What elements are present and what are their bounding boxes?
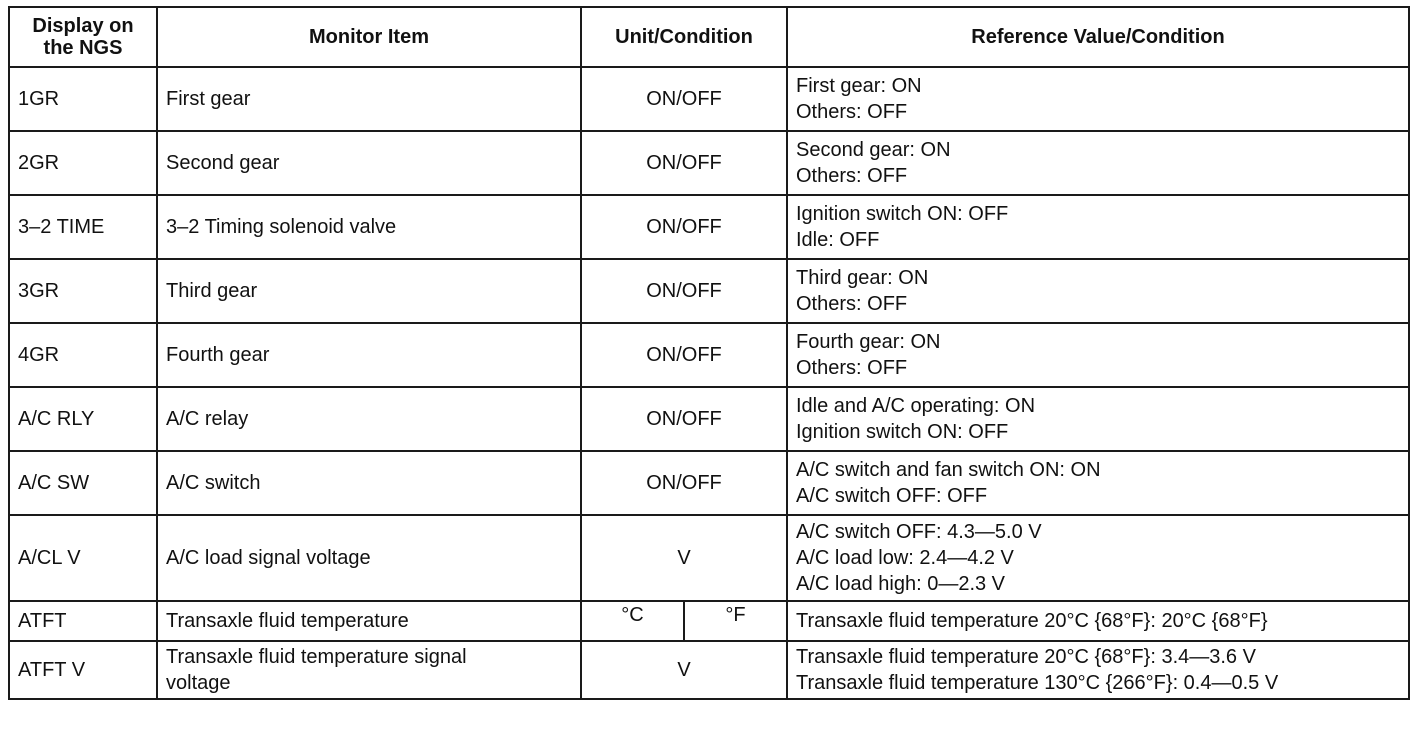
display-cell: 4GR (8, 322, 158, 388)
display-cell: 2GR (8, 130, 158, 196)
reference-line: A/C load low: 2.4—4.2 V (796, 547, 1014, 569)
monitor-item-cell: Third gear (156, 258, 582, 324)
unit-cell: V (580, 514, 788, 602)
reference-cell: Ignition switch ON: OFF Idle: OFF (786, 194, 1410, 260)
table-row: 1GR First gear ON/OFF First gear: ON Oth… (8, 66, 1410, 132)
unit-cell: ON/OFF (580, 66, 788, 132)
table-row: A/C SW A/C switch ON/OFF A/C switch and … (8, 450, 1410, 516)
unit-cell: ON/OFF (580, 450, 788, 516)
reference-line: A/C switch OFF: 4.3—5.0 V (796, 521, 1042, 543)
unit-fahrenheit: °F (683, 603, 785, 639)
monitor-item-cell: A/C relay (156, 386, 582, 452)
reference-line: Others: OFF (796, 357, 908, 379)
reference-cell: A/C switch and fan switch ON: ON A/C swi… (786, 450, 1410, 516)
unit-cell: ON/OFF (580, 322, 788, 388)
monitor-item-table: Display on the NGS Monitor Item Unit/Con… (8, 6, 1410, 700)
monitor-item-cell: Transaxle fluid temperature (156, 600, 582, 642)
table-row: ATFT Transaxle fluid temperature °C °F T… (8, 600, 1410, 642)
monitor-item-cell: Second gear (156, 130, 582, 196)
monitor-item-cell: Transaxle fluid temperature signal volta… (156, 640, 582, 700)
table-row: 2GR Second gear ON/OFF Second gear: ON O… (8, 130, 1410, 196)
reference-line: First gear: ON (796, 75, 922, 97)
reference-line: Ignition switch ON: OFF (796, 421, 1009, 443)
header-row: Display on the NGS Monitor Item Unit/Con… (8, 6, 1410, 68)
monitor-item-line: voltage (166, 672, 231, 694)
reference-line: Idle and A/C operating: ON (796, 395, 1036, 417)
reference-line: Transaxle fluid temperature 20°C {68°F}:… (796, 610, 1268, 632)
reference-line: Transaxle fluid temperature 20°C {68°F}:… (796, 646, 1256, 668)
unit-cell: ON/OFF (580, 386, 788, 452)
unit-cell-split: °C °F (580, 600, 788, 642)
reference-line: Third gear: ON (796, 267, 929, 289)
reference-cell: A/C switch OFF: 4.3—5.0 V A/C load low: … (786, 514, 1410, 602)
unit-cell: ON/OFF (580, 258, 788, 324)
header-display-on-ngs: Display on the NGS (8, 6, 158, 68)
reference-line: Transaxle fluid temperature 130°C {266°F… (796, 672, 1279, 694)
table-row: 3GR Third gear ON/OFF Third gear: ON Oth… (8, 258, 1410, 324)
display-cell: ATFT V (8, 640, 158, 700)
unit-cell: V (580, 640, 788, 700)
reference-line: Others: OFF (796, 165, 908, 187)
unit-celsius: °C (621, 604, 644, 626)
reference-line: A/C switch OFF: OFF (796, 485, 988, 507)
reference-cell: First gear: ON Others: OFF (786, 66, 1410, 132)
reference-line: Idle: OFF (796, 229, 880, 251)
monitor-table-container: Display on the NGS Monitor Item Unit/Con… (8, 6, 1410, 700)
table-row: 3–2 TIME 3–2 Timing solenoid valve ON/OF… (8, 194, 1410, 260)
monitor-item-line: Transaxle fluid temperature signal (166, 646, 467, 668)
monitor-item-cell: A/C switch (156, 450, 582, 516)
monitor-item-cell: Fourth gear (156, 322, 582, 388)
reference-line: Others: OFF (796, 101, 908, 123)
reference-line: Fourth gear: ON (796, 331, 941, 353)
reference-line: Second gear: ON (796, 139, 951, 161)
monitor-item-cell: 3–2 Timing solenoid valve (156, 194, 582, 260)
reference-cell: Second gear: ON Others: OFF (786, 130, 1410, 196)
unit-split-container: °C °F (583, 603, 785, 639)
display-cell: A/C SW (8, 450, 158, 516)
display-cell: ATFT (8, 600, 158, 642)
reference-line: A/C load high: 0—2.3 V (796, 573, 1006, 595)
display-cell: 3GR (8, 258, 158, 324)
reference-line: A/C switch and fan switch ON: ON (796, 459, 1101, 481)
table-row: ATFT V Transaxle fluid temperature signa… (8, 640, 1410, 700)
header-reference-value: Reference Value/Condition (786, 6, 1410, 68)
reference-cell: Transaxle fluid temperature 20°C {68°F}:… (786, 640, 1410, 700)
display-cell: A/C RLY (8, 386, 158, 452)
table-row: A/C RLY A/C relay ON/OFF Idle and A/C op… (8, 386, 1410, 452)
header-monitor-item: Monitor Item (156, 6, 582, 68)
reference-cell: Fourth gear: ON Others: OFF (786, 322, 1410, 388)
display-cell: 1GR (8, 66, 158, 132)
unit-cell: ON/OFF (580, 130, 788, 196)
reference-line: Ignition switch ON: OFF (796, 203, 1009, 225)
display-cell: 3–2 TIME (8, 194, 158, 260)
reference-cell: Idle and A/C operating: ON Ignition swit… (786, 386, 1410, 452)
table-row: 4GR Fourth gear ON/OFF Fourth gear: ON O… (8, 322, 1410, 388)
monitor-item-cell: First gear (156, 66, 582, 132)
reference-cell: Transaxle fluid temperature 20°C {68°F}:… (786, 600, 1410, 642)
reference-line: Others: OFF (796, 293, 908, 315)
table-row: A/CL V A/C load signal voltage V A/C swi… (8, 514, 1410, 602)
reference-cell: Third gear: ON Others: OFF (786, 258, 1410, 324)
monitor-item-cell: A/C load signal voltage (156, 514, 582, 602)
header-unit-condition: Unit/Condition (580, 6, 788, 68)
unit-cell: ON/OFF (580, 194, 788, 260)
display-cell: A/CL V (8, 514, 158, 602)
